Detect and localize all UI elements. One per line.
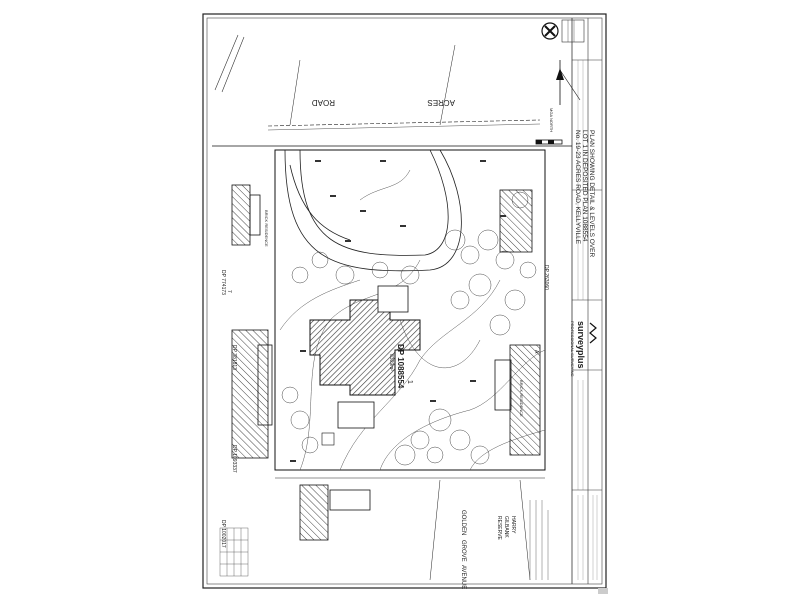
lot-label: 1 DP 1088554 8309m²: [388, 344, 413, 389]
plan-title-line-2: LOT 1 IN DEPOSITED PLAN 1088554: [581, 130, 588, 242]
plan-title-line-3: No. 19-23 ACRES ROAD, KELLYVILLE: [574, 130, 581, 245]
company-tagline: PROFESSIONAL SURVEYING: [570, 321, 575, 377]
brick-residence-label-1: BRICK RESIDENCE: [264, 210, 269, 247]
gilbank-label: GILBANK: [503, 516, 509, 538]
trees: [281, 191, 537, 466]
side-dp-label-5: DP 1093337: [231, 445, 237, 473]
sheet-inner-border: [206, 17, 603, 585]
north-arrow-icon: [541, 19, 585, 43]
side-dp-label-1: DP 774173: [220, 270, 226, 295]
plan-title: PLAN SHOWING DETAIL & LEVELS OVER LOT 1 …: [574, 130, 595, 257]
lot-area: 8309m²: [388, 354, 394, 371]
reserve-label: RESERVE: [496, 516, 502, 540]
legend-notes: [529, 500, 549, 580]
side-dp-label-4: DP 381813: [231, 345, 237, 370]
neighbour-buildings: [231, 184, 541, 541]
corner-marks: [214, 34, 245, 93]
acres-label: ACRES: [427, 98, 455, 107]
brick-residence-label-2: BRICK RESIDENCE: [519, 380, 524, 417]
plan-title-line-1: PLAN SHOWING DETAIL & LEVELS OVER: [588, 130, 595, 257]
side-dp-label-3: DP 263060: [543, 265, 549, 290]
deposited-plan: DP 1088554: [396, 344, 405, 389]
company-name: surveyplus: [576, 321, 586, 369]
avenue-word-2: GROVE: [460, 540, 466, 562]
scale-bar: [535, 139, 563, 145]
north-label: MGA NORTH: [549, 108, 554, 132]
avenue-word-1: GOLDEN: [460, 510, 466, 535]
road-label: ROAD: [312, 98, 335, 107]
lot-number: 1: [406, 380, 413, 384]
north-symbol: MGA NORTH: [549, 60, 581, 132]
spot-levels: [290, 160, 506, 462]
side-dp-label-2: DP 1002017: [220, 520, 226, 548]
lot-a-label: A: [533, 350, 539, 354]
acres-road: ROAD ACRES: [212, 44, 572, 147]
title-block: [571, 18, 602, 584]
brick-residence: [309, 285, 421, 446]
harry-label: HARRY: [510, 516, 516, 534]
golden-grove-avenue: GOLDEN GROVE AVENUE HARRY GILBANK RESERV…: [275, 477, 545, 589]
driveway: [284, 149, 462, 272]
sheet-border: [202, 13, 607, 589]
lot-boundary: [274, 149, 546, 471]
notes-table: [219, 527, 249, 577]
corner-marker: [598, 588, 608, 594]
company-logo-icon: [589, 322, 597, 344]
company-logo: surveyplus PROFESSIONAL SURVEYING: [570, 321, 597, 377]
lot-seven-label: 7: [226, 290, 232, 293]
avenue-word-3: AVENUE: [460, 565, 466, 589]
